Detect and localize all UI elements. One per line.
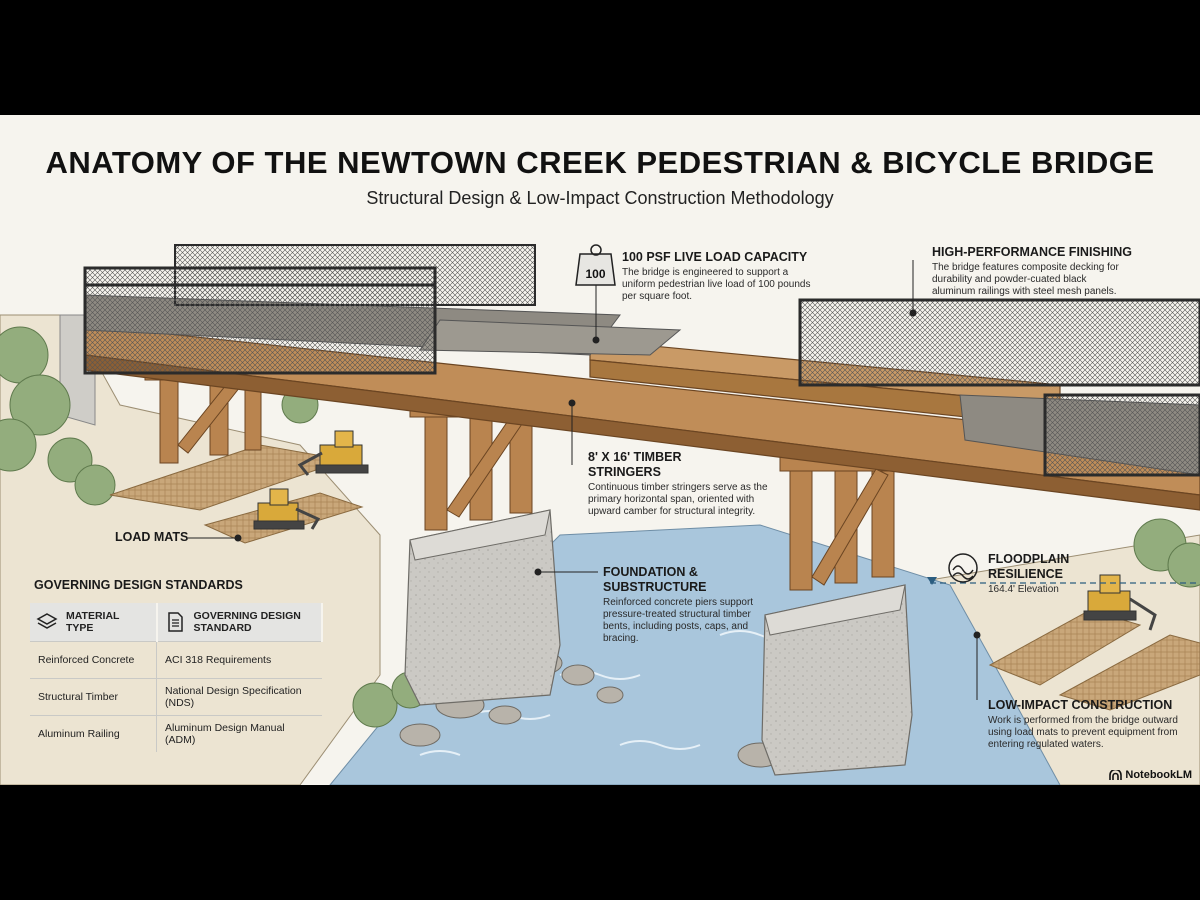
right-load-mats	[988, 609, 1200, 711]
railing-front-left	[83, 266, 437, 375]
callout-stringers: 8' x 16' TIMBER STRINGERS Continuous tim…	[588, 450, 773, 518]
callout-floodplain-title-2: RESILIENCE	[988, 567, 1064, 581]
callout-live-load-body: The bridge is engineered to support a un…	[622, 267, 811, 302]
layers-icon	[36, 613, 58, 629]
railing-right	[798, 298, 1200, 477]
table-cell-standard: ACI 318 Requirements	[156, 641, 322, 679]
callout-stringers-title-1: 8' x 16' TIMBER	[588, 450, 682, 464]
concrete-pier-1	[404, 509, 561, 706]
foliage	[0, 326, 1200, 728]
callout-live-load-title: 100 PSF LIVE LOAD CAPACITY	[622, 250, 808, 264]
infographic-canvas: 100 ANATOMY OF THE NEWTOWN CREEK PEDESTR…	[0, 115, 1200, 785]
callout-load-mats-title: LOAD MATS	[115, 530, 189, 544]
table-row: Aluminum Railing Aluminum Design Manual …	[30, 715, 322, 752]
callout-stringers-title-2: STRINGERS	[588, 465, 661, 479]
document-icon	[167, 612, 183, 632]
callout-floodplain-body: 164.4' Elevation	[988, 584, 1059, 595]
callout-foundation: FOUNDATION & SUBSTRUCTURE Reinforced con…	[603, 565, 763, 645]
callout-low-impact-body: Work is performed from the bridge outwar…	[988, 715, 1178, 750]
wave-icon	[948, 553, 978, 583]
callout-finishing: HIGH-PERFORMANCE FINISHING The bridge fe…	[932, 245, 1132, 298]
weight-icon-label: 100	[585, 267, 605, 281]
floodplain-marker	[927, 577, 937, 585]
table-cell-material: Aluminum Railing	[30, 715, 157, 752]
leader-lines	[188, 260, 981, 700]
callout-live-load: 100 PSF LIVE LOAD CAPACITY The bridge is…	[622, 250, 812, 303]
standards-title: GOVERNING DESIGN STANDARDS	[34, 578, 243, 592]
table-cell-standard: National Design Specification (NDS)	[156, 678, 322, 716]
header-material-type: MATERIAL TYPE	[30, 603, 158, 642]
notebooklm-logo: NotebookLM	[1109, 769, 1192, 781]
callout-floodplain: FLOODPLAIN RESILIENCE 164.4' Elevation	[988, 552, 1098, 596]
header-design-standard-label: GOVERNING DESIGN STANDARD	[193, 610, 301, 634]
callout-foundation-title-1: FOUNDATION &	[603, 565, 698, 579]
page-subtitle: Structural Design & Low-Impact Construct…	[366, 188, 834, 208]
concrete-pier-2	[761, 584, 913, 776]
header-design-standard: GOVERNING DESIGN STANDARD	[156, 603, 323, 642]
header-material-type-label: MATERIAL TYPE	[66, 610, 120, 634]
notebooklm-icon	[1109, 769, 1123, 780]
table-cell-material: Reinforced Concrete	[30, 641, 157, 679]
callout-floodplain-title-1: FLOODPLAIN	[988, 552, 1070, 566]
table-row: Structural Timber National Design Specif…	[30, 678, 322, 716]
standards-header-row: MATERIAL TYPE GOVERNING DESIGN STANDARD	[30, 603, 323, 642]
excavator-right	[1083, 574, 1157, 631]
excavator-left-2	[253, 488, 321, 530]
callout-finishing-body: The bridge features composite decking fo…	[932, 262, 1119, 297]
callout-finishing-title: HIGH-PERFORMANCE FINISHING	[932, 245, 1132, 259]
notebooklm-logo-text: NotebookLM	[1125, 769, 1192, 781]
weight-icon: 100	[575, 244, 616, 286]
table-cell-standard: Aluminum Design Manual (ADM)	[156, 715, 322, 752]
callout-foundation-body: Reinforced concrete piers support pressu…	[603, 597, 754, 644]
excavator-left-1	[297, 430, 369, 476]
callout-low-impact: LOW-IMPACT CONSTRUCTION Work is performe…	[988, 698, 1188, 751]
bridge-illustration: 100	[0, 244, 1200, 785]
page-title: ANATOMY OF THE NEWTOWN CREEK PEDESTRIAN …	[45, 145, 1155, 180]
standards-table: MATERIAL TYPE GOVERNING DESIGN STANDARD	[30, 603, 323, 752]
callout-foundation-title-2: SUBSTRUCTURE	[603, 580, 707, 594]
table-row: Reinforced Concrete ACI 318 Requirements	[30, 641, 322, 679]
table-cell-material: Structural Timber	[30, 678, 157, 716]
callout-low-impact-title: LOW-IMPACT CONSTRUCTION	[988, 698, 1173, 712]
callout-stringers-body: Continuous timber stringers serve as the…	[588, 482, 768, 517]
callout-load-mats: LOAD MATS	[115, 530, 188, 545]
